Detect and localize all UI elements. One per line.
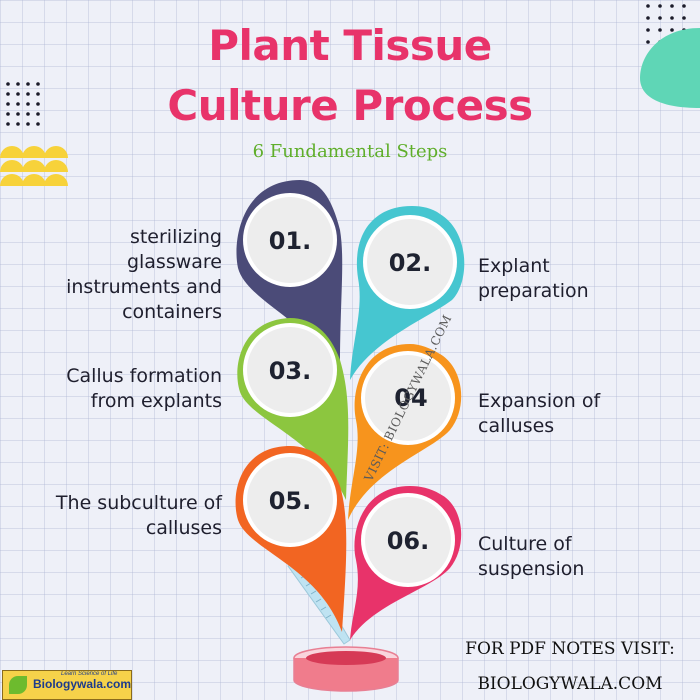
step-number-02: 02. <box>389 249 432 277</box>
step-label-01: sterilizing glassware instruments and co… <box>66 226 222 323</box>
decor-dot <box>6 102 10 106</box>
decor-dot <box>646 4 650 8</box>
step-number-03: 03. <box>269 357 312 385</box>
decor-dot <box>26 82 30 86</box>
decor-dot <box>26 112 30 116</box>
decor-dot <box>16 82 20 86</box>
decor-dot <box>658 4 662 8</box>
teal-corner-blob <box>640 28 700 108</box>
step-number-05: 05. <box>269 487 312 515</box>
step-label-03: Callus formation from explants <box>66 365 222 412</box>
decor-dot <box>6 112 10 116</box>
subtitle: 6 Fundamental Steps <box>252 141 448 162</box>
step-pin-02: 02. <box>350 206 465 380</box>
decor-dot <box>670 28 674 32</box>
step-label-05: The subculture of calluses <box>55 492 222 539</box>
step-number-04: 04 <box>394 384 427 412</box>
yellow-scallops <box>0 146 68 186</box>
decor-dot <box>36 82 40 86</box>
decor-dot <box>658 16 662 20</box>
page-title-line-1: Plant Tissue <box>208 21 492 70</box>
dot-pattern-left <box>6 82 40 126</box>
decor-dot <box>36 102 40 106</box>
decor-dot <box>16 102 20 106</box>
decor-dot <box>646 40 650 44</box>
step-pin-03: 03. <box>237 318 349 500</box>
step-label-06: Culture of suspension <box>478 533 585 580</box>
footer-notes-line: FOR PDF NOTES VISIT: <box>465 639 675 659</box>
logo-text: Biologywala.com <box>33 677 132 691</box>
step-label-04: Expansion of calluses <box>478 390 601 437</box>
decor-dot <box>658 28 662 32</box>
decor-dot <box>26 92 30 96</box>
decor-dot <box>36 122 40 126</box>
decor-dot <box>646 28 650 32</box>
petri-dish-icon <box>293 646 399 692</box>
step-pin-06: 06. <box>350 486 462 640</box>
step-number-06: 06. <box>387 527 430 555</box>
decor-dot <box>6 122 10 126</box>
decor-dot <box>670 4 674 8</box>
decor-dot <box>670 16 674 20</box>
decor-dot <box>6 82 10 86</box>
step-label-02: Explant preparation <box>478 255 589 302</box>
footer-website-link[interactable]: BIOLOGYWALA.COM <box>477 674 663 694</box>
step-pin-01: 01. <box>236 180 343 368</box>
decor-dot <box>36 92 40 96</box>
decor-dot <box>26 102 30 106</box>
decor-dot <box>16 122 20 126</box>
decor-dot <box>16 112 20 116</box>
leaf-logo-icon <box>9 676 27 694</box>
decor-dot <box>682 4 686 8</box>
page-title-line-2: Culture Process <box>167 81 533 130</box>
decor-dot <box>26 122 30 126</box>
decor-dot <box>6 92 10 96</box>
decor-dot <box>16 92 20 96</box>
decor-dot <box>646 16 650 20</box>
logo-tagline: Learn Science of Life <box>61 671 118 677</box>
step-number-01: 01. <box>269 227 312 255</box>
brand-logo[interactable]: Learn Science of Life Biologywala.com <box>2 670 132 700</box>
decor-dot <box>36 112 40 116</box>
step-pin-05: 05. <box>235 446 347 632</box>
decor-dot <box>682 16 686 20</box>
